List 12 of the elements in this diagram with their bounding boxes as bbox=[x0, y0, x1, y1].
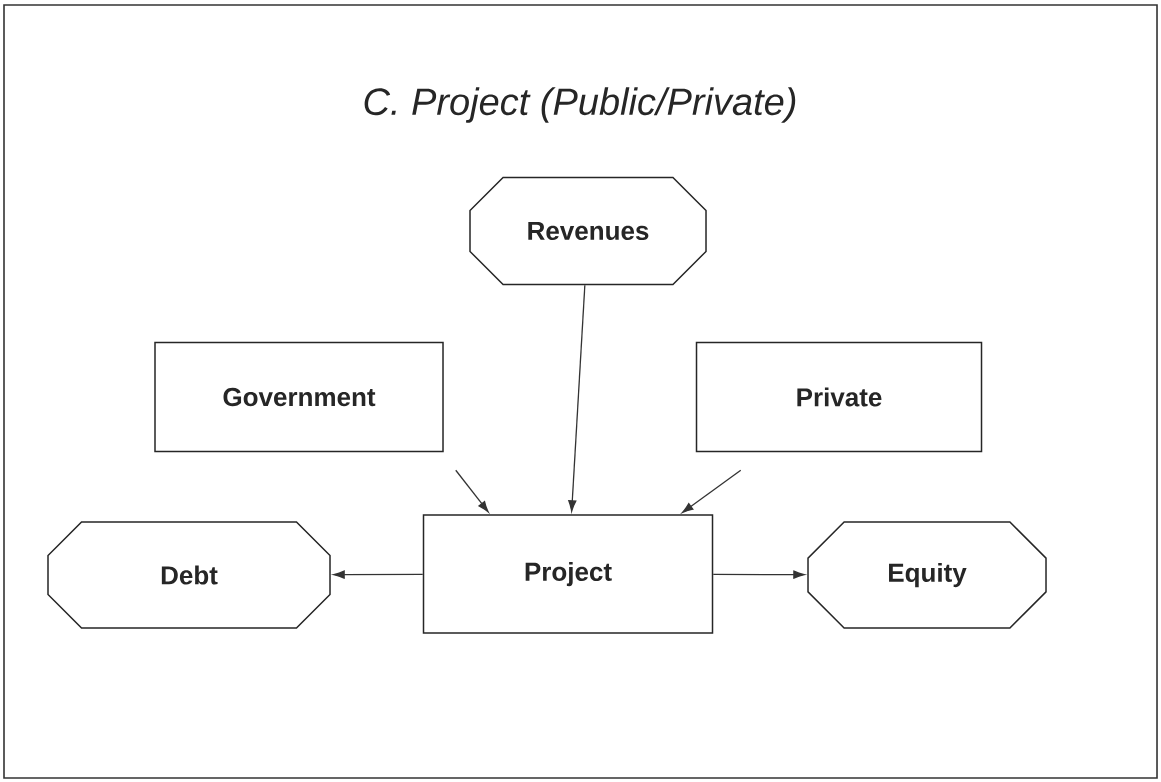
title: C. Project (Public/Private) bbox=[364, 87, 796, 123]
arrow bbox=[681, 469, 742, 514]
arrow bbox=[568, 284, 586, 512]
process-box: Project bbox=[422, 514, 714, 634]
process-box: Private bbox=[695, 341, 983, 453]
process-box: Government bbox=[154, 341, 444, 453]
arrow bbox=[333, 570, 424, 579]
arrow bbox=[455, 469, 489, 513]
arrow bbox=[712, 570, 805, 579]
octagon-box: Debt bbox=[47, 521, 331, 629]
octagon-box: Revenues bbox=[469, 176, 707, 286]
octagon-box: Equity bbox=[807, 521, 1047, 629]
